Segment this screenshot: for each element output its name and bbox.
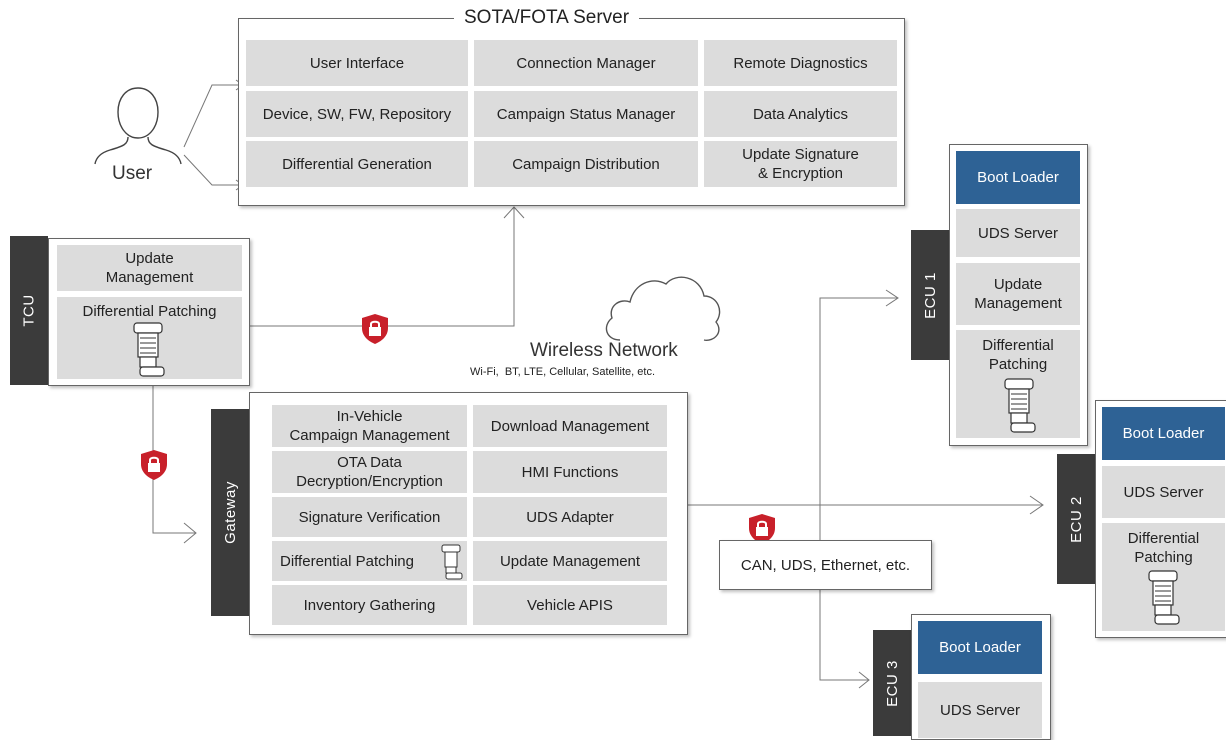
ecu1-tab: ECU 1 — [911, 230, 949, 360]
ecu2-module: UDS Server — [1102, 466, 1225, 518]
server-module: Campaign Status Manager — [474, 91, 698, 137]
tcu-tab: TCU — [10, 236, 48, 385]
server-module: Remote Diagnostics — [704, 40, 897, 86]
patch-device-icon — [133, 322, 165, 377]
server-module: User Interface — [246, 40, 468, 86]
gateway-module: Download Management — [473, 405, 667, 447]
ecu1-module: Boot Loader — [956, 151, 1080, 204]
server-module: Update Signature & Encryption — [704, 141, 897, 187]
ecu2-tab: ECU 2 — [1057, 454, 1095, 584]
patch-device-icon — [1148, 570, 1180, 625]
gateway-module: In-Vehicle Campaign Management — [272, 405, 467, 447]
ecu3-module: UDS Server — [918, 682, 1042, 738]
gateway-module: HMI Functions — [473, 451, 667, 493]
gateway-tab: Gateway — [211, 409, 249, 616]
server-module: Data Analytics — [704, 91, 897, 137]
bus-label: CAN, UDS, Ethernet, etc. — [719, 540, 932, 590]
cloud-icon — [605, 276, 721, 341]
gateway-module: OTA Data Decryption/Encryption — [272, 451, 467, 493]
lock-icon — [749, 514, 775, 544]
gateway-module: Differential Patching — [272, 541, 467, 581]
lock-icon — [141, 450, 167, 480]
ecu1-module: UDS Server — [956, 209, 1080, 257]
network-title: Wireless Network — [530, 340, 678, 361]
tcu-module: Update Management — [57, 245, 242, 291]
gateway-module: Inventory Gathering — [272, 585, 467, 625]
server-title: SOTA/FOTA Server — [454, 7, 640, 29]
gateway-module: Vehicle APIS — [473, 585, 667, 625]
patch-device-icon — [1004, 378, 1036, 433]
gateway-module: Update Management — [473, 541, 667, 581]
gateway-module: Signature Verification — [272, 497, 467, 537]
lock-icon — [362, 314, 388, 344]
user-icon — [94, 87, 182, 165]
patch-device-icon — [441, 544, 463, 580]
server-module: Campaign Distribution — [474, 141, 698, 187]
ecu1-module: Update Management — [956, 263, 1080, 325]
server-module: Connection Manager — [474, 40, 698, 86]
ecu2-module: Boot Loader — [1102, 407, 1225, 460]
server-module: Differential Generation — [246, 141, 468, 187]
user-label: User — [112, 163, 153, 184]
ecu3-tab: ECU 3 — [873, 630, 911, 736]
gateway-module: UDS Adapter — [473, 497, 667, 537]
ecu3-module: Boot Loader — [918, 621, 1042, 674]
network-subtitle: Wi-Fi, BT, LTE, Cellular, Satellite, etc… — [470, 366, 656, 378]
server-module: Device, SW, FW, Repository — [246, 91, 468, 137]
